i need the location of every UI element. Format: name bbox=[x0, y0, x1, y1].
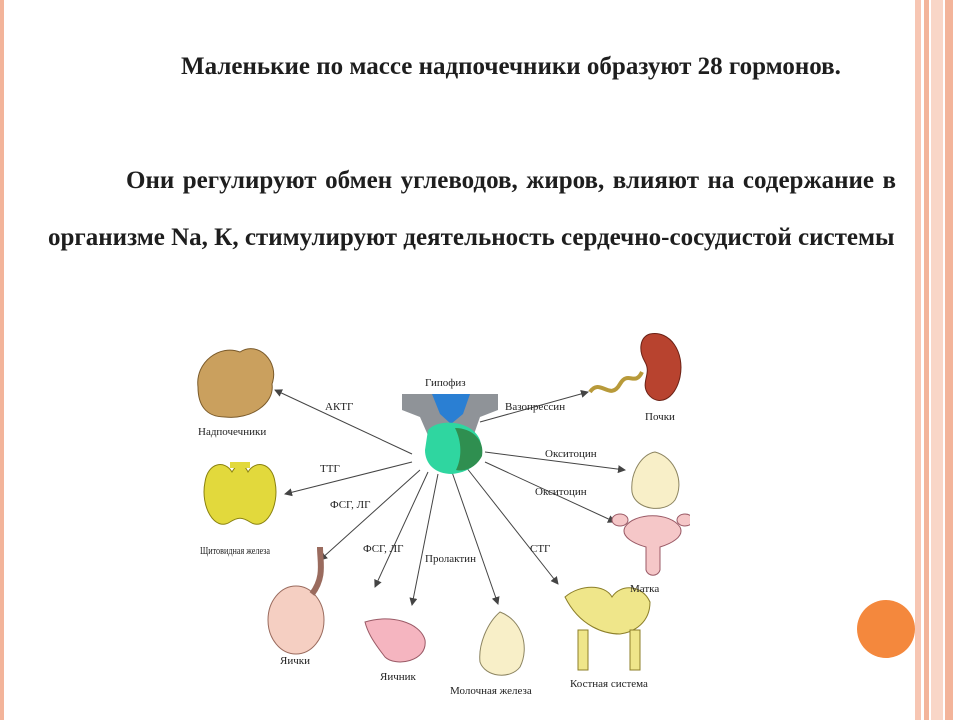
thyroid-label: Щитовидная железа bbox=[200, 545, 270, 557]
uterus-image bbox=[611, 513, 690, 576]
breast-image bbox=[631, 451, 680, 509]
pituitary-label: Гипофиз bbox=[425, 377, 466, 389]
skeleton-image bbox=[564, 586, 651, 671]
mammary-label: Молочная железа bbox=[450, 685, 532, 697]
testes-image bbox=[267, 546, 325, 655]
paragraph-adrenal-mass: Маленькие по массе надпочечники образуют… bbox=[181, 53, 841, 80]
adrenal-gland-image bbox=[197, 348, 275, 418]
hormone-ttg: ТТГ bbox=[320, 463, 340, 475]
kidney-image bbox=[588, 333, 682, 401]
hormone-oxytocin-2: Окситоцин bbox=[535, 486, 587, 498]
ovary-image bbox=[364, 618, 426, 663]
hormone-oxytocin-1: Окситоцин bbox=[545, 448, 597, 460]
hormone-fsg-2: ФСГ, ЛГ bbox=[363, 543, 403, 555]
decorative-orange-circle bbox=[857, 600, 915, 658]
hormone-actg: АКТГ bbox=[325, 401, 353, 413]
paragraph-regulation: Они регулируют обмен углеводов, жиров, в… bbox=[48, 167, 896, 251]
hormone-diagram: Гипофиз Надпочечники Щитовидная железа Я… bbox=[180, 322, 690, 707]
pituitary-shape bbox=[402, 394, 498, 474]
hormone-vasopressin: Вазопрессин bbox=[505, 401, 565, 413]
uterus-label: Матка bbox=[630, 583, 659, 595]
hormone-prolactin: Пролактин bbox=[425, 553, 476, 565]
mammary-gland-image bbox=[479, 611, 525, 676]
slide-frame-left bbox=[0, 0, 4, 720]
hormone-stg: СТГ bbox=[530, 543, 550, 555]
adrenal-label: Надпочечники bbox=[198, 426, 266, 438]
ovary-label: Яичник bbox=[380, 671, 417, 683]
kidneys-label: Почки bbox=[645, 411, 675, 423]
slide-frame-right bbox=[915, 0, 960, 720]
hormone-fsg-1: ФСГ, ЛГ bbox=[330, 499, 370, 511]
testes-label: Яички bbox=[280, 655, 310, 667]
thyroid-gland-image bbox=[203, 463, 277, 525]
hormone-arrows bbox=[274, 389, 626, 606]
bones-label: Костная система bbox=[570, 678, 648, 690]
